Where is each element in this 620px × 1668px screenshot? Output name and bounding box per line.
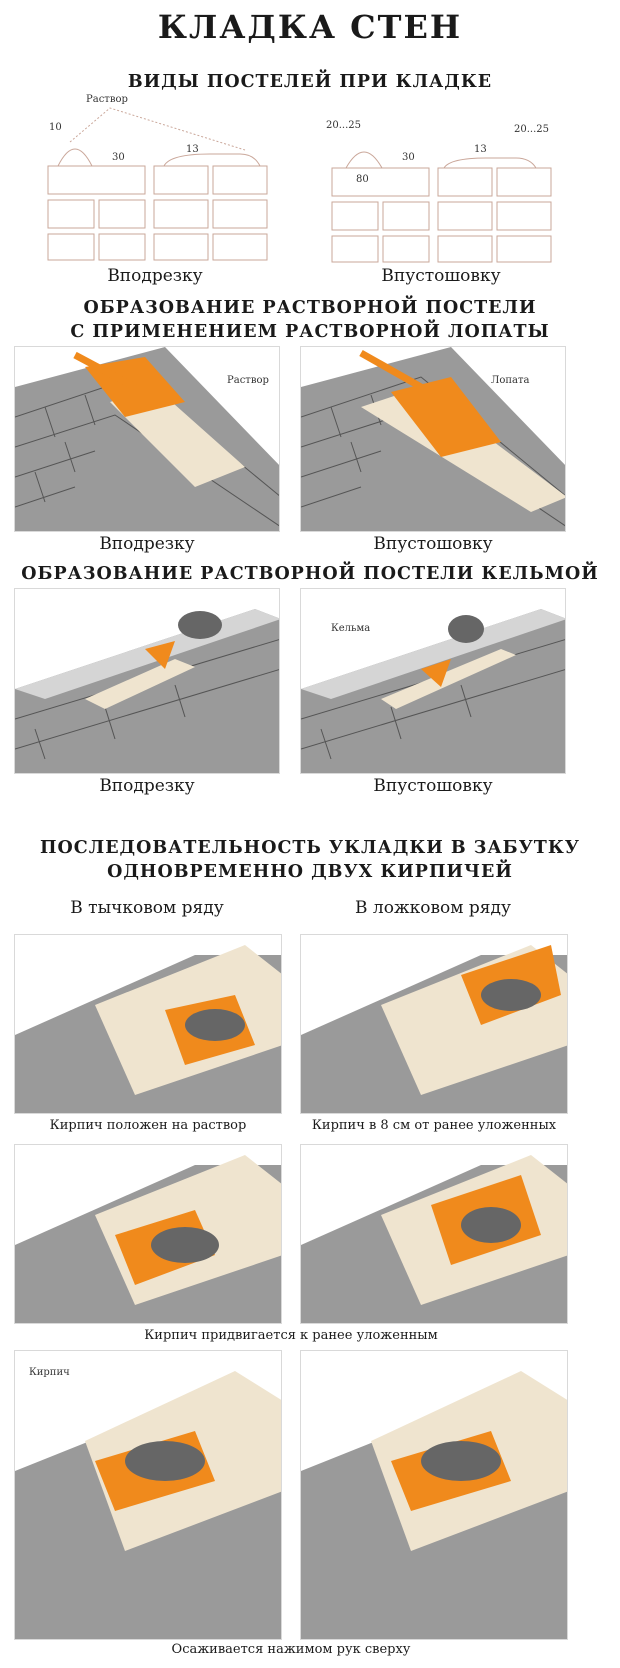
dim-e: 80 (356, 174, 369, 185)
caption-bed-left: Вподрезку (107, 266, 203, 286)
label-trowel: Кельма (331, 623, 371, 634)
step1-illustration-right (301, 945, 567, 1113)
dim-b: 30 (402, 152, 415, 163)
step1-panel-left (14, 934, 282, 1114)
caption-shovel-right: Впустошовку (373, 534, 493, 554)
label-mortar: Раствор (86, 94, 128, 105)
section4-heading-line2: ОДНОВРЕМЕННО ДВУХ КИРПИЧЕЙ (107, 862, 513, 882)
shovel-panel-left: Раствор (14, 346, 280, 532)
caption-step1-right: Кирпич в 8 см от ранее уложенных (311, 1118, 557, 1133)
bed-diagram-right: 20...25 30 13 20...25 80 (326, 118, 556, 266)
trowel-panel-left (14, 588, 280, 774)
shovel-illustration-right (301, 347, 565, 531)
dim-a: 10 (49, 122, 62, 133)
step3-panel-left: Кирпич (14, 1350, 282, 1640)
section2-heading-line2: С ПРИМЕНЕНИЕМ РАСТВОРНОЙ ЛОПАТЫ (70, 322, 550, 342)
bed-diagram-left-drawing (47, 107, 268, 261)
dim-c: 13 (474, 144, 487, 155)
shovel-panel-right: Лопата (300, 346, 566, 532)
step2-illustration-right (301, 1155, 567, 1323)
dim-b: 30 (112, 152, 125, 163)
trowel-panel-right: Кельма (300, 588, 566, 774)
shovel-illustration-left (15, 347, 279, 531)
section3-heading: ОБРАЗОВАНИЕ РАСТВОРНОЙ ПОСТЕЛИ КЕЛЬМОЙ (21, 564, 599, 584)
step3-panel-right (300, 1350, 568, 1640)
label-shovel: Лопата (491, 375, 530, 386)
step2-illustration-left (15, 1155, 281, 1323)
step3-illustration-right (301, 1371, 567, 1639)
column-label-left: В тычковом ряду (70, 898, 224, 918)
section2-heading-line1: ОБРАЗОВАНИЕ РАСТВОРНОЙ ПОСТЕЛИ (83, 298, 537, 318)
step1-panel-right (300, 934, 568, 1114)
caption-step1-left: Кирпич положен на раствор (49, 1118, 247, 1133)
section1-heading: ВИДЫ ПОСТЕЛЕЙ ПРИ КЛАДКЕ (127, 72, 493, 92)
trowel-illustration-left (15, 609, 279, 773)
step2-panel-left (14, 1144, 282, 1324)
caption-trowel-right: Впустошовку (373, 776, 493, 796)
caption-step2: Кирпич придвигается к ранее уложенным (144, 1328, 438, 1343)
page-title: КЛАДКА СТЕН (157, 8, 463, 46)
label-brick: Кирпич (29, 1367, 70, 1378)
label-mortar-shovel: Раствор (227, 375, 269, 386)
dim-d: 20...25 (514, 124, 549, 135)
step2-panel-right (300, 1144, 568, 1324)
caption-bed-right: Впустошовку (381, 266, 501, 286)
caption-step3: Осаживается нажимом рук сверху (171, 1642, 411, 1657)
bed-diagram-left: Раствор 10 30 13 (40, 92, 270, 262)
caption-trowel-left: Вподрезку (99, 776, 195, 796)
bed-diagram-right-drawing (331, 151, 552, 263)
dim-c: 13 (186, 144, 199, 155)
section4-heading-line1: ПОСЛЕДОВАТЕЛЬНОСТЬ УКЛАДКИ В ЗАБУТКУ (40, 838, 580, 858)
column-label-right: В ложковом ряду (355, 898, 511, 918)
step3-illustration-left (15, 1371, 281, 1639)
step1-illustration-left (15, 945, 281, 1113)
caption-shovel-left: Вподрезку (99, 534, 195, 554)
trowel-illustration-right (301, 609, 565, 773)
dim-a: 20...25 (326, 120, 361, 131)
